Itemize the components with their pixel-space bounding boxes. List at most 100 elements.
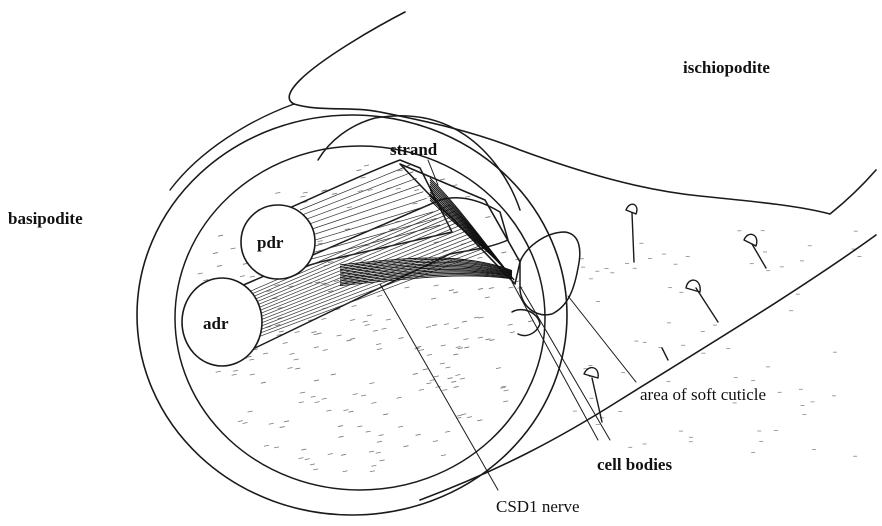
stipple-dash [337,335,342,336]
stipple-dash [289,353,294,354]
label-ischiopodite: ischiopodite [683,58,770,77]
stipple-dash [377,349,382,350]
stipple-dash [321,318,326,319]
stipple-dash [365,324,370,325]
stipple-dash [328,453,333,454]
stipple-dash [352,306,357,307]
stipple-dash [434,285,439,286]
stipple-dash [280,427,285,428]
stipple-dash [405,287,410,288]
stipple-dash [295,332,300,333]
stipple-dash [451,381,456,382]
stipple-dash [230,248,235,249]
stipple-dash [461,414,466,415]
stipple-dash [347,207,352,208]
stipple-dash [380,460,385,461]
stipple-dash [462,321,467,322]
stipple-dash [288,368,293,369]
stipple-dash [485,339,490,340]
stipple-dash [397,397,402,398]
stipple-dash [322,398,327,399]
stipple-dash [426,326,431,327]
basipodite-top-rim [170,104,294,190]
stipple-dash [440,179,445,180]
stipple-dash [238,421,243,422]
stipple-dash [243,422,248,423]
stipple-dash [250,276,255,277]
stipple-dash [465,196,470,197]
stipple-dash [478,288,483,289]
stipple-dash [379,435,384,436]
striation-line [300,165,410,210]
stipple-dash [376,344,381,345]
stipple-dash [485,297,490,298]
stipple-dash [331,374,336,375]
stipple-dash [313,469,318,470]
label-adr: adr [203,314,229,333]
stipple-dash [489,340,494,341]
leader-soft-cuticle [568,296,636,382]
stipple-dash [356,170,361,171]
stipple-dash [301,449,306,450]
stipple-dash [386,319,391,320]
stipple-dash [357,426,362,427]
stipple-dash [350,319,355,320]
stipple-dash [332,193,337,194]
stipple-dash [250,374,255,375]
ischiopodite-outline [289,12,876,214]
stipple-dash [433,441,438,442]
stipple-dash [279,331,284,332]
label-nerve: CSD1 nerve [496,497,580,516]
stipple-dash [404,446,409,447]
stipple-dash [432,325,437,326]
label-strand: strand [390,140,438,159]
stipple-dash [343,471,348,472]
stipple-dash [313,334,318,335]
stipple-dash [300,392,305,393]
stipple-dash [299,402,304,403]
stipple-dash [350,338,355,339]
stipple-dash [233,370,238,371]
label-soft-cuticle: area of soft cuticle [640,385,766,404]
stipple-dash [398,426,403,427]
stipple-dash [314,347,319,348]
stipple-dash [269,423,274,424]
stipple-dash [463,339,468,340]
stipple-dash [419,350,424,351]
stipple-dash [474,317,479,318]
label-pdr: pdr [257,233,284,252]
stipple-dash [261,382,266,383]
stipple-dash [510,332,515,333]
stipple-dash [248,411,253,412]
stipple-dash [366,431,371,432]
stipple-dash [440,363,445,364]
stipple-dash [371,402,376,403]
stipple-dash [453,292,458,293]
stipple-dash [441,345,446,346]
stipple-dash [489,288,494,289]
stipple-dash [326,410,331,411]
stipple-dash [508,287,513,288]
stipple-dash [436,386,441,387]
stipple-dash [283,343,288,344]
stipple-dash [479,317,484,318]
stipple-dash [416,434,421,435]
nerve-fibre [340,276,512,286]
stipple-dash [328,262,333,263]
stipple-dash [454,386,459,387]
stipple-dash [449,290,454,291]
stipple-dash [341,454,346,455]
stipple-dash [441,455,446,456]
stipple-dash [295,368,300,369]
stipple-dash [323,350,328,351]
label-basipodite: basipodite [8,209,83,228]
stipple-dash [275,192,280,193]
stipple-dash [311,396,316,397]
stipple-dash [413,203,418,204]
stipple-dash [477,257,482,258]
stipple-dash [344,410,349,411]
stipple-dash [368,189,373,190]
stipple-dash [339,436,344,437]
stipple-dash [240,276,245,277]
stipple-dash [298,458,303,459]
